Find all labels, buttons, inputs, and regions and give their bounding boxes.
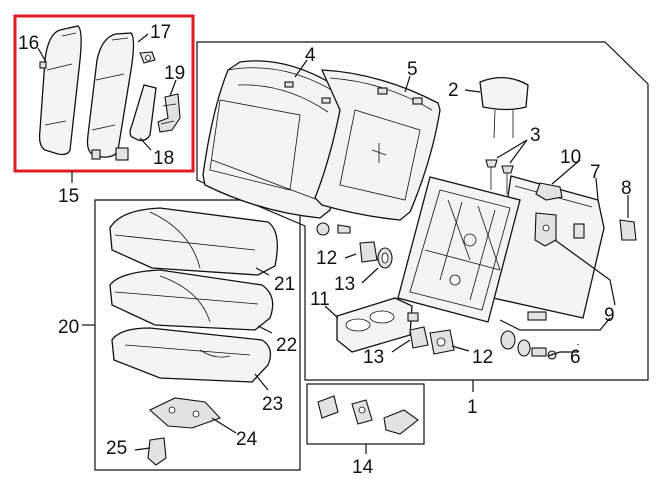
callout-7: 7 (590, 162, 601, 183)
part-2-headrest (479, 77, 529, 139)
part-25-clip (147, 437, 167, 466)
part-13-washer-lower (409, 326, 429, 349)
callout-18: 18 (153, 148, 174, 169)
callout-16: 16 (18, 33, 39, 54)
part-23-seat-frame (111, 327, 272, 383)
callout-14: 14 (352, 457, 374, 478)
part-22-seat-pad (109, 269, 274, 331)
part-24-bracket (149, 397, 221, 429)
part-13-washer-upper (377, 247, 393, 269)
callout-15: 15 (58, 186, 79, 207)
callout-labels: 16 17 19 18 15 4 5 2 3 10 7 8 12 13 11 1… (18, 22, 632, 478)
part-10-latch (535, 182, 563, 201)
part-12-bracket-lower (429, 329, 455, 355)
part-14-brackets (317, 395, 419, 435)
part-5-seatback-cover (314, 69, 441, 221)
part-11-armrest (336, 297, 419, 353)
part-6-hardware (500, 311, 557, 360)
part-3-guides (485, 159, 514, 194)
leader-lines (37, 33, 629, 454)
callout-12-lower: 12 (472, 347, 493, 368)
callout-6: 6 (570, 347, 581, 368)
callout-13-upper: 13 (334, 274, 355, 295)
callout-22: 22 (276, 335, 297, 356)
callout-20: 20 (58, 317, 79, 338)
callout-brackets (499, 317, 611, 357)
callout-25: 25 (106, 438, 127, 459)
part-4-seatback-cushion (202, 60, 351, 219)
part-17-clip (139, 51, 156, 64)
callout-10: 10 (560, 147, 581, 168)
callout-2: 2 (448, 80, 459, 101)
callout-17: 17 (150, 22, 171, 43)
part-frame (397, 176, 521, 323)
part-19-bracket (157, 93, 181, 133)
highlight-box-15 (13, 14, 195, 173)
group-box-20 (94, 199, 301, 471)
callout-24: 24 (236, 429, 258, 450)
part-12-bolt-upper (316, 222, 351, 236)
callout-19: 19 (164, 63, 185, 84)
part-17-seatback-cover (86, 32, 135, 160)
callout-3: 3 (530, 125, 541, 146)
part-12-bracket-upper (359, 241, 378, 263)
part-9-hinge (534, 212, 557, 247)
callout-8: 8 (621, 178, 632, 199)
callout-5: 5 (407, 59, 418, 80)
callout-13-lower: 13 (363, 347, 384, 368)
callout-1: 1 (467, 397, 478, 418)
callout-11: 11 (310, 289, 330, 310)
callout-21: 21 (274, 274, 295, 295)
callout-12-upper: 12 (316, 248, 337, 269)
part-21-seat-cover (109, 207, 278, 276)
part-8-clip (619, 219, 637, 241)
callout-23: 23 (262, 394, 283, 415)
part-16-seatback-panel (38, 25, 82, 156)
callout-4: 4 (305, 45, 316, 66)
callout-9: 9 (604, 305, 615, 326)
part-18-trim-strip (115, 84, 157, 161)
